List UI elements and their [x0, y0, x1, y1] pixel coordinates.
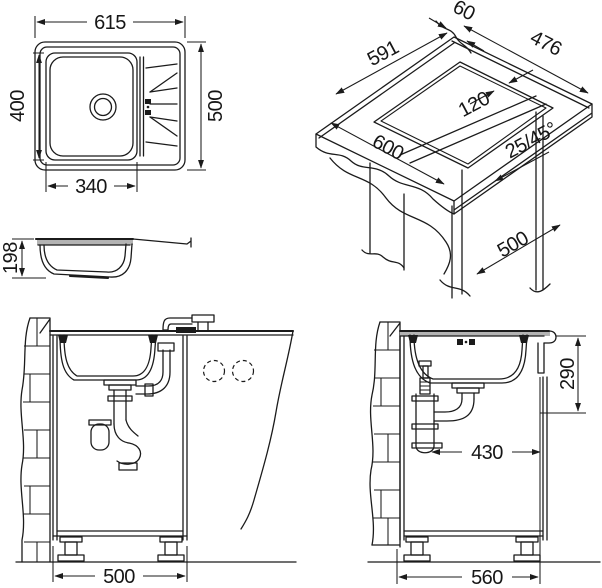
cabinet-foot — [513, 536, 541, 562]
dimension-overall-width: 615 — [34, 11, 186, 38]
dim-label-500-iso: 500 — [494, 227, 533, 262]
bowl-outer-wall — [39, 243, 133, 278]
cabinet-foot — [57, 536, 85, 562]
cabinet-side — [367, 335, 601, 563]
drain-and-trap-front — [88, 379, 142, 471]
dim-label-400: 400 — [7, 90, 29, 122]
worktop-front-nose — [543, 330, 557, 344]
dimension-bowl-length: 400 — [7, 52, 44, 161]
sink-bowl-side — [408, 334, 529, 384]
worktop-torn-edge-front — [240, 330, 294, 530]
cabinet-foot — [157, 536, 185, 562]
dim-label-615: 615 — [94, 12, 126, 34]
rim-clamp — [148, 335, 158, 343]
bowl-inner-wall — [43, 243, 127, 273]
dim-label-290: 290 — [557, 358, 579, 390]
tap-hole-icon-side — [457, 339, 475, 345]
dim-label-500-front: 500 — [103, 566, 135, 588]
dim-label-476: 476 — [527, 27, 566, 61]
dimension-cabinet-width: 500 — [52, 546, 188, 588]
cutout-isometric-view: 60 476 591 120 600 25/45° 500 — [315, 0, 593, 299]
dim-label-60: 60 — [449, 0, 478, 25]
cabinet-front — [15, 335, 297, 563]
dim-label-560: 560 — [471, 567, 503, 588]
rim-clamp — [408, 335, 418, 343]
worktop-front-edge — [453, 103, 593, 215]
side-installation-view: 290 430 560 — [367, 321, 601, 588]
rim-gray-band — [37, 239, 133, 245]
top-view: 615 500 400 340 — [7, 11, 227, 198]
dim-label-chamfer: 25/45° — [502, 118, 561, 163]
bowl-drain-recess — [68, 274, 110, 280]
dimension-base-depth: 500 — [476, 224, 561, 275]
drain-and-trap-side — [411, 360, 485, 454]
rim-clamp — [58, 335, 68, 343]
dimension-cutout-length: 591 — [335, 32, 448, 95]
sink-outer-rim — [34, 41, 186, 171]
drainboard-ribs — [139, 56, 178, 157]
dimension-edge-chamfer: 25/45° — [494, 118, 561, 182]
dimension-cabinet-depth: 560 — [396, 549, 539, 588]
dimension-drain-to-front: 430 — [431, 377, 541, 584]
worktop-gray-band-side — [400, 331, 550, 336]
tap-hole-icon — [145, 99, 151, 115]
drain-outer-circle — [89, 93, 117, 121]
front-installation-view: 500 — [15, 314, 297, 588]
dim-label-430: 430 — [471, 442, 503, 464]
bowl-outer-edge — [45, 52, 138, 161]
faucet-base-shadow — [176, 327, 196, 333]
section-view: 198 — [0, 237, 192, 280]
dim-label-591: 591 — [364, 36, 403, 71]
faucet-front — [162, 314, 215, 333]
dimension-bowl-depth: 198 — [0, 238, 46, 279]
bowl-inner-edge — [49, 56, 134, 157]
drain-inner-circle — [93, 97, 113, 117]
dimension-overall-depth: 500 — [187, 41, 227, 171]
knockout-hole-dashed — [231, 359, 255, 383]
dim-label-340: 340 — [75, 176, 107, 198]
brick-wall-front — [20, 317, 51, 563]
rim-clamp — [519, 335, 529, 343]
dim-label-198: 198 — [0, 242, 22, 274]
sink-rim-inner-edge — [39, 46, 181, 166]
knockout-hole-dashed — [202, 359, 226, 383]
dimension-rim-to-drain: 290 — [540, 335, 586, 414]
dimension-cutout-width: 476 — [463, 25, 589, 94]
supply-valve — [418, 360, 432, 395]
trap-bottle — [90, 423, 110, 451]
dimension-bowl-width: 340 — [45, 162, 138, 198]
sink-bowl-front — [58, 334, 158, 381]
brick-wall-side — [369, 321, 401, 548]
drainboard-profile — [132, 237, 192, 248]
dim-label-500-depth: 500 — [205, 90, 227, 122]
cabinet-apron-side — [537, 342, 545, 374]
overflow-pipe-front — [135, 342, 175, 397]
cabinet-foot — [403, 536, 431, 562]
